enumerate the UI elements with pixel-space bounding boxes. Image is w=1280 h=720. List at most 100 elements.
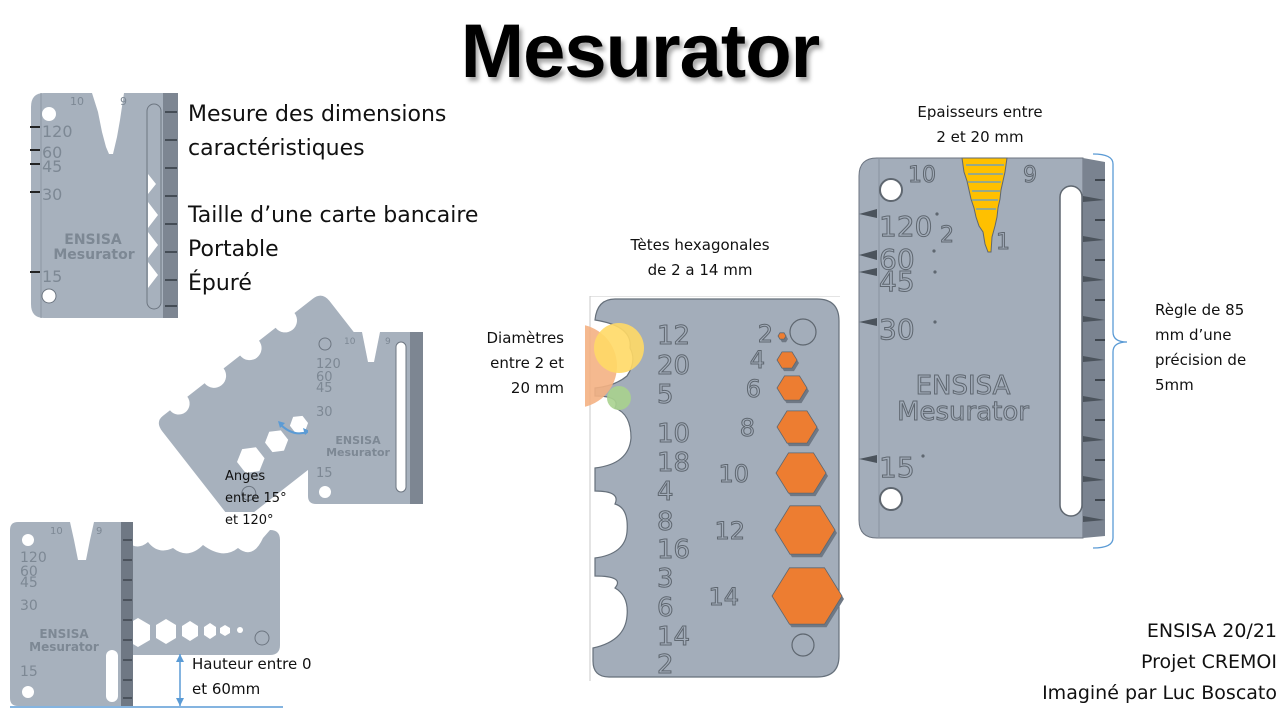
svg-text:ENSISA: ENSISA (335, 434, 381, 447)
angle-30: 30 (42, 185, 62, 204)
ruler-mark (1083, 196, 1105, 202)
hex-hole (774, 505, 836, 555)
angle-15: 15 (42, 267, 62, 286)
note-ruler: Règle de 85 mm d’une précision de 5mm (1155, 298, 1246, 398)
angle-45: 45 (42, 157, 62, 176)
note-diam-line1: Diamètres (486, 329, 564, 347)
note-hex-line1: Tètes hexagonales (630, 236, 770, 254)
svg-text:15: 15 (316, 466, 333, 481)
svg-text:45: 45 (20, 575, 38, 591)
hole-labels: 12 20 5 10 18 4 8 16 3 6 14 2 (657, 321, 691, 681)
ruler-mark (1083, 356, 1105, 362)
angle-120: 120 (42, 122, 73, 141)
note-angles-line2: entre 15° (225, 491, 287, 506)
hex-label: 4 (750, 346, 765, 374)
hole-label: 8 (657, 507, 674, 537)
svg-text:30: 30 (316, 405, 333, 420)
ruler-mark (1083, 476, 1105, 482)
angle-120: 120 (879, 210, 932, 243)
angle-15: 15 (879, 451, 915, 484)
feature-portable: Portable (188, 237, 279, 262)
note-diam-line2: entre 2 et (490, 354, 564, 372)
hex-label: 8 (740, 414, 755, 442)
gauge-label-1: 1 (996, 230, 1010, 255)
ruler-mark (1083, 436, 1105, 442)
note-diameters: Diamètres entre 2 et 20 mm (462, 326, 564, 401)
hole-label: 10 (657, 419, 690, 449)
feature-list: Mesure des dimensions caractéristiques T… (188, 98, 478, 301)
svg-text:10: 10 (50, 526, 63, 537)
hex-label: 2 (758, 320, 773, 348)
hex-hole (771, 567, 843, 625)
hole-label: 2 (657, 650, 674, 680)
card-front-small: 10 9 120 60 45 30 15 ENSISA Mesurator (30, 93, 178, 318)
card-brand: ENSISA (64, 232, 122, 248)
svg-text:15: 15 (20, 664, 38, 680)
hole-label: 14 (657, 622, 690, 652)
angle-60: 60 (879, 243, 915, 276)
gauge-label-2: 2 (940, 223, 954, 248)
card-name: Mesurator (897, 397, 1029, 427)
note-height-line2: et 60mm (192, 680, 261, 698)
svg-text:60: 60 (20, 564, 38, 580)
hole-label: 3 (657, 564, 674, 594)
gauge-label-10: 10 (70, 95, 84, 108)
height-demo-illustration: 10 9 120 60 45 30 ENSISA Mesurator 15 (10, 522, 283, 708)
svg-text:10: 10 (344, 337, 356, 347)
note-diam-line3: 20 mm (510, 379, 564, 397)
svg-text:9: 9 (96, 526, 102, 537)
hex-hole (776, 351, 798, 369)
hole-label: 18 (657, 448, 690, 478)
ruler-mark (1083, 276, 1105, 282)
ruler-mark (1083, 316, 1105, 322)
ruler-mark (1083, 516, 1105, 522)
ruler-mark (1083, 236, 1105, 242)
hex-hole (776, 375, 808, 401)
hole-label: 20 (657, 351, 690, 381)
note-angles-line1: Anges (225, 469, 266, 484)
ruler-mark (1083, 396, 1105, 402)
hex-label: 14 (708, 583, 739, 611)
hole-label: 5 (657, 380, 674, 410)
svg-text:Mesurator: Mesurator (29, 640, 99, 654)
hex-label: 12 (714, 517, 745, 545)
note-height: Hauteur entre 0 et 60mm (192, 652, 312, 702)
hole-label: 12 (657, 321, 690, 351)
note-thick-line2: 2 et 20 mm (936, 128, 1024, 146)
svg-text:9: 9 (385, 337, 391, 347)
hex-hole (775, 452, 827, 494)
card-brand: ENSISA (916, 371, 1011, 401)
gauge-label-9: 9 (120, 95, 127, 108)
note-ruler-line2: mm d’une (1155, 326, 1232, 344)
hex-hole (777, 332, 787, 340)
feature-dimensions: Mesure des dimensions (188, 102, 447, 127)
svg-text:ENSISA: ENSISA (39, 627, 89, 641)
svg-text:Mesurator: Mesurator (326, 446, 390, 459)
svg-text:30: 30 (20, 598, 38, 614)
card-front-large: 10 9 2 1 120 60 45 30 15 ENSISA Mesurato… (858, 153, 1128, 549)
angle-45: 45 (879, 265, 915, 298)
note-ruler-line4: 5mm (1155, 376, 1194, 394)
card-name: Mesurator (53, 247, 134, 263)
note-angles: Anges entre 15° et 120° (225, 466, 287, 532)
credit-school: ENSISA 20/21 (1146, 620, 1277, 642)
note-angles-line3: et 120° (225, 513, 274, 528)
hole-label: 16 (657, 535, 690, 565)
angle-60: 60 (42, 143, 62, 162)
hex-label: 10 (718, 460, 749, 488)
hole-label: 6 (657, 593, 674, 623)
credits: ENSISA 20/21 Projet CREMOI Imaginé par L… (1042, 616, 1277, 709)
svg-text:120: 120 (316, 357, 341, 372)
credit-project: Projet CREMOI (1140, 651, 1277, 673)
note-ruler-line3: précision de (1155, 351, 1247, 369)
hex-label: 6 (746, 375, 761, 403)
angle-demo-illustration: 10 9 120 60 45 30 ENSISA Mesurator 15 (158, 295, 423, 512)
credit-author: Imaginé par Luc Boscato (1042, 682, 1277, 704)
feature-card-size: Taille d’une carte bancaire (188, 203, 479, 228)
card-back-large: 12 20 5 10 18 4 8 16 3 6 14 2 2 4 6 8 10… (585, 296, 844, 681)
hex-hole (776, 410, 818, 444)
note-ruler-line1: Règle de 85 (1155, 301, 1245, 319)
svg-text:45: 45 (316, 381, 333, 396)
angle-30: 30 (879, 313, 915, 346)
gauge-label-9: 9 (1023, 163, 1037, 188)
